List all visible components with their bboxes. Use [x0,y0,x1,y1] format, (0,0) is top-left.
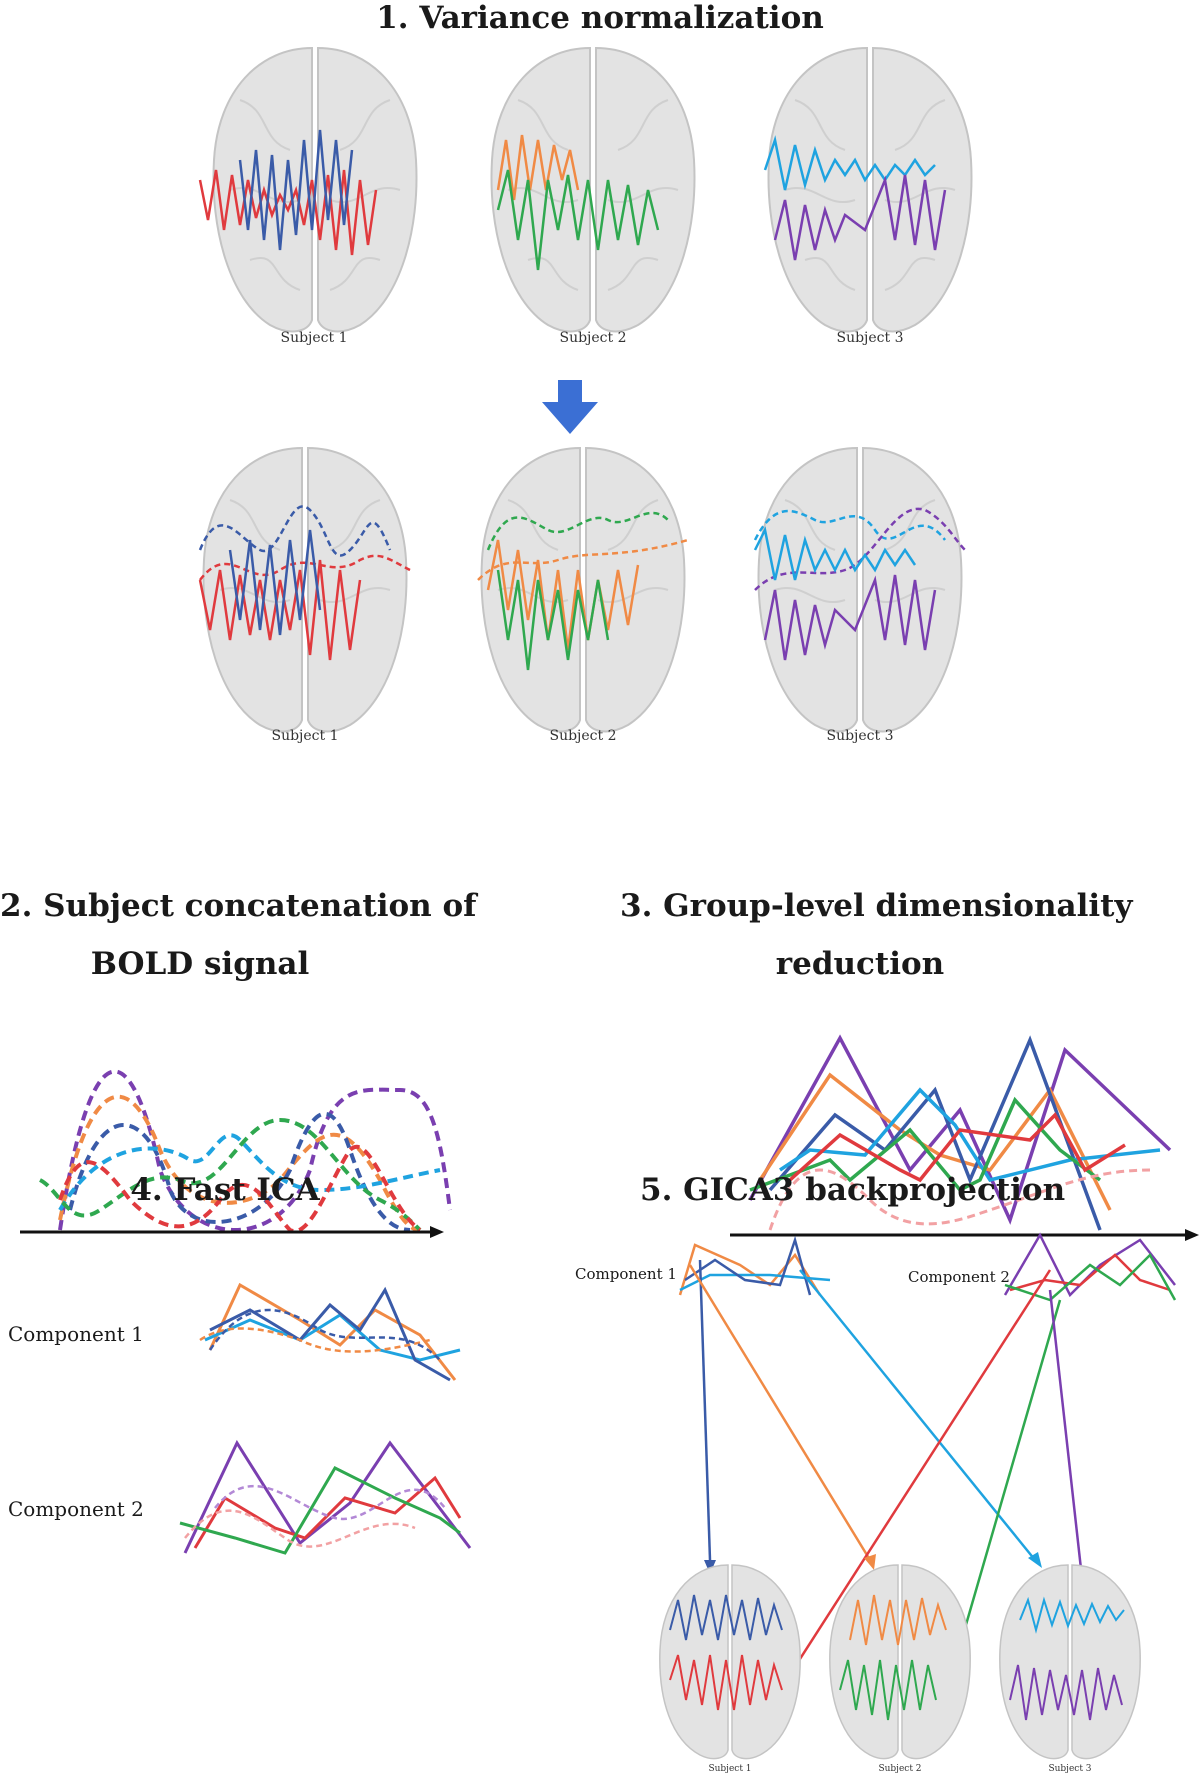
brain-icon [753,446,966,733]
component-2-backprojection-plot [1003,1232,1177,1302]
component-2-plot [179,1439,472,1555]
brain-subject-3-backprojected [990,1560,1150,1765]
brain-subject-3-raw [755,40,985,340]
subject-3-label-row1: Subject 3 [836,330,904,346]
brain-icon [477,446,689,733]
component-2-label: Component 2 [8,1497,144,1521]
brain-subject-3-normalized [745,440,975,740]
brain-icon [999,1564,1141,1760]
subject-2-label-backprojection: Subject 2 [878,1764,922,1774]
brain-subject-1-backprojected [650,1560,810,1765]
subject-2-label-row2: Subject 2 [549,728,617,744]
signal-orange [58,1094,421,1232]
signal-red [58,1145,422,1234]
step-5-title: 5. GICA3 backprojection [640,1172,1066,1208]
dimensionality-reduction-plot [730,1034,1199,1241]
brain-icon [198,446,411,733]
component-1-label-backprojection: Component 1 [575,1265,677,1283]
axis-arrowhead-icon [430,1226,444,1238]
reduced-purple [748,1034,1172,1225]
brain-subject-1-normalized [190,440,420,740]
step-3-title-line1: 3. Group-level dimensionality [620,888,1133,924]
brain-icon [829,1564,971,1760]
down-arrow-icon [542,380,598,434]
brain-subject-2-normalized [468,440,698,740]
signal-purple [58,1069,452,1232]
component-2-label-backprojection: Component 2 [908,1268,1010,1286]
step-1-title: 1. Variance normalization [376,0,824,36]
reduced-red [788,1112,1126,1183]
subject-1-label-row2: Subject 1 [271,728,339,744]
brain-subject-2-raw [478,40,708,340]
step-2-title-line2: BOLD signal [90,946,310,982]
component-1-plot [199,1282,461,1382]
reduced-cyan [779,1087,1161,1183]
reduced-pink-dashed [768,1168,1151,1231]
step-3-title-line2: reduction [775,946,945,982]
subject-3-label-row2: Subject 3 [826,728,894,744]
step-4-title: 4. Fast ICA [130,1172,320,1208]
brain-icon [198,46,418,333]
brain-icon [490,46,696,333]
reduced-blue [768,1035,1102,1231]
reduced-green [749,1096,1102,1193]
step-2-title-line1: 2. Subject concatenation of [0,888,477,924]
component-1-label: Component 1 [8,1322,144,1346]
brain-subject-1-raw [198,40,430,340]
signal-blue [68,1111,411,1232]
subject-1-label-row1: Subject 1 [280,330,348,346]
signal-green [38,1117,422,1232]
subject-2-label-row1: Subject 2 [559,330,627,346]
brain-subject-2-backprojected [820,1560,980,1765]
brain-icon [763,46,973,333]
brain-icon [659,1564,801,1760]
signal-cyan [58,1133,441,1211]
subject-3-label-backprojection: Subject 3 [1048,1764,1092,1774]
concatenated-bold-signal-plot [20,1069,452,1238]
axis-arrowhead-icon [1185,1229,1199,1241]
subject-1-label-backprojection: Subject 1 [708,1764,752,1774]
